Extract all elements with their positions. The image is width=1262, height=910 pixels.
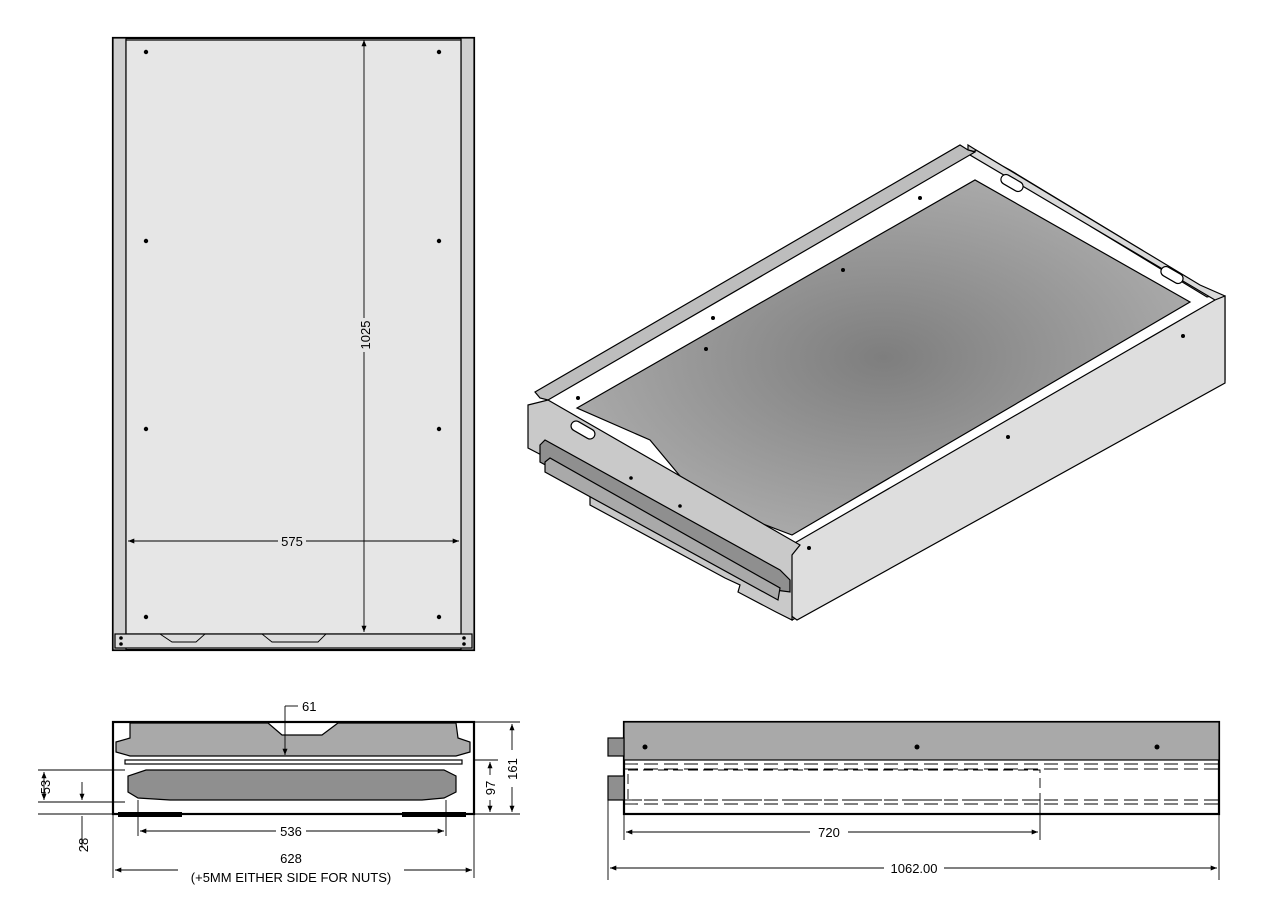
dim-161: 161 [505,758,520,780]
top-view-right-rail [460,37,475,651]
front-divider [124,759,463,765]
top-view-left-rail [112,37,127,651]
dim-720: 720 [818,825,840,840]
side-holes [642,744,1160,750]
top-view-front-lip [114,633,473,649]
iso-handle-slot-lower [1160,265,1184,285]
dim-97: 97 [483,781,498,795]
top-view-mounting-holes [119,49,466,646]
iso-holes [576,196,1185,550]
iso-left-rim [534,144,977,401]
dim-width-575: 575 [281,534,303,549]
iso-slide-rail-lower [544,457,781,601]
side-end-block-lower [607,775,625,801]
front-outer-frame [111,720,476,816]
top-view-base-plate [125,39,462,635]
front-view: 61 161 97 53 28 536 628 (+5MM EITHER SID… [38,699,520,885]
dim-536: 536 [280,824,302,839]
top-view: 1025 575 [111,36,476,652]
front-lower-tray [127,769,457,801]
iso-handle-slot-upper [1000,173,1024,193]
dim-628: 628 [280,851,302,866]
isometric-view [527,143,1226,621]
dim-53: 53 [38,780,53,794]
dim-61: 61 [302,699,316,714]
front-upper-tray [115,722,471,757]
dim-nuts-note: (+5MM EITHER SIDE FOR NUTS) [191,870,391,885]
front-foot-right [402,812,466,817]
dim-1062: 1062.00 [891,861,938,876]
side-end-block-upper [607,737,625,757]
side-view: 720 1062.00 [607,720,1221,880]
side-top-rail [623,721,1220,761]
dim-length-1025: 1025 [358,321,373,350]
dim-28: 28 [76,838,91,852]
front-foot-left [118,812,182,817]
side-inner-slide [627,769,1041,801]
top-view-handle-cutout [159,633,327,643]
iso-handle-slot-front [570,420,596,440]
iso-tray-floor [575,179,1192,536]
